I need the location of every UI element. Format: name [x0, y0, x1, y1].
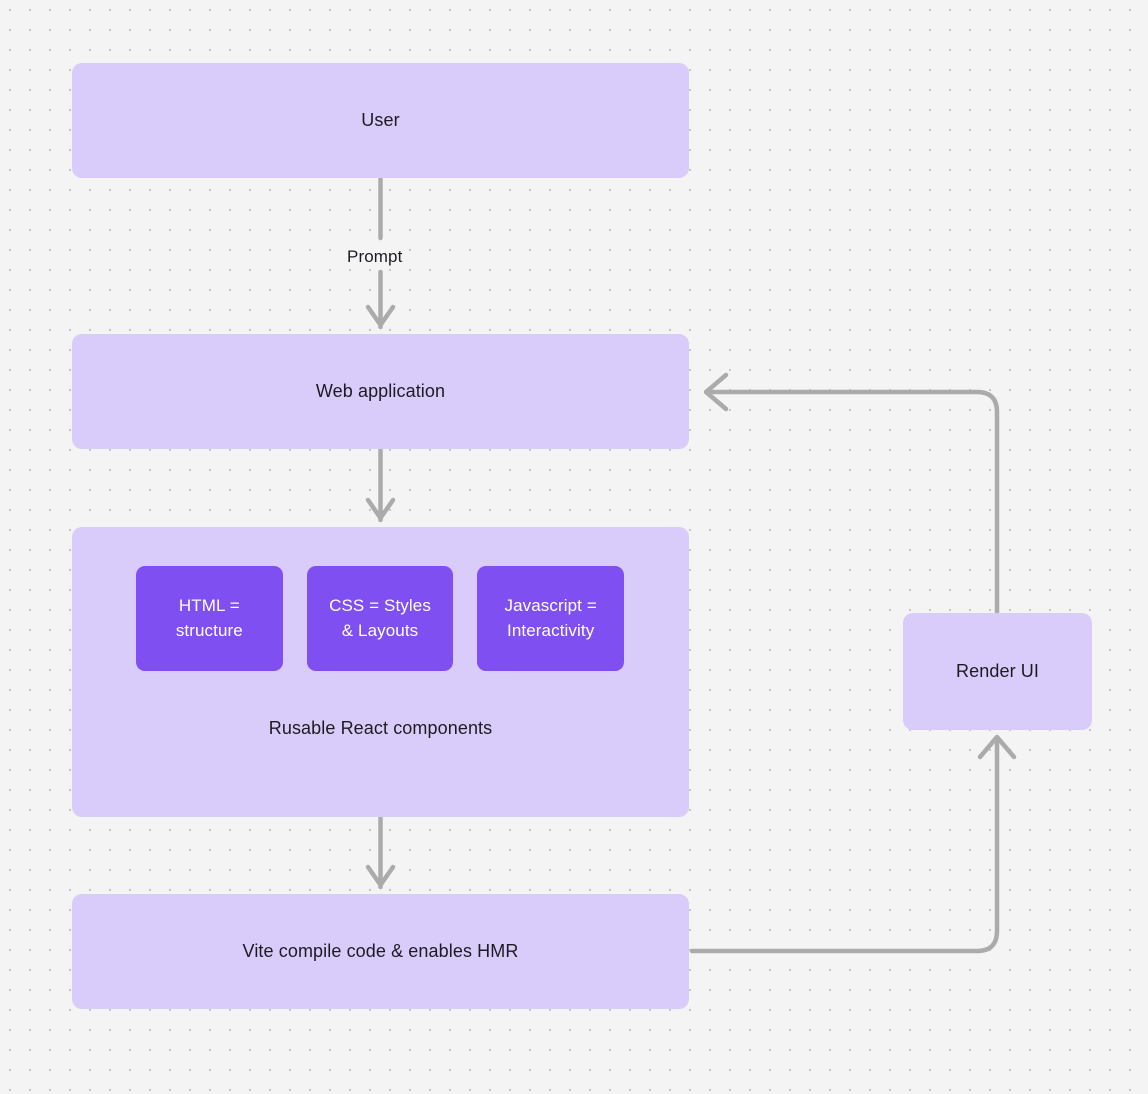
- chip-html-line2: structure: [175, 620, 243, 640]
- node-web-application-label: Web application: [315, 380, 446, 401]
- chip-html-line1: HTML =: [178, 595, 240, 615]
- node-user[interactable]: User: [72, 63, 689, 178]
- chip-css-line2: & Layouts: [341, 620, 419, 640]
- edge-components-to-vite: [365, 815, 396, 890]
- edge-webapp-to-components: [365, 447, 396, 523]
- edge-label-prompt: Prompt: [340, 245, 410, 269]
- node-react-components-container[interactable]: HTML = structure CSS = Styles & Layouts …: [72, 527, 689, 817]
- chip-javascript[interactable]: Javascript = Interactivity: [477, 566, 625, 671]
- chip-css-label: CSS = Styles & Layouts: [329, 594, 431, 643]
- component-chip-row: HTML = structure CSS = Styles & Layouts …: [136, 566, 625, 671]
- chip-javascript-line2: Interactivity: [507, 620, 595, 640]
- chip-html[interactable]: HTML = structure: [136, 566, 283, 671]
- edge-render-to-webapp: [703, 372, 1000, 615]
- node-render-ui[interactable]: Render UI: [903, 613, 1092, 730]
- chip-css[interactable]: CSS = Styles & Layouts: [306, 566, 454, 671]
- node-vite[interactable]: Vite compile code & enables HMR: [72, 894, 689, 1009]
- node-web-application[interactable]: Web application: [72, 334, 689, 449]
- components-caption: Rusable React components: [268, 718, 493, 738]
- chip-javascript-line1: Javascript =: [504, 595, 597, 615]
- chip-javascript-label: Javascript = Interactivity: [504, 594, 596, 643]
- chip-html-label: HTML = structure: [176, 594, 243, 643]
- node-render-ui-label: Render UI: [956, 660, 1039, 681]
- node-user-label: User: [361, 109, 400, 130]
- edge-vite-to-render: [689, 734, 1017, 954]
- chip-css-line1: CSS = Styles: [329, 595, 431, 615]
- node-vite-label: Vite compile code & enables HMR: [242, 940, 519, 961]
